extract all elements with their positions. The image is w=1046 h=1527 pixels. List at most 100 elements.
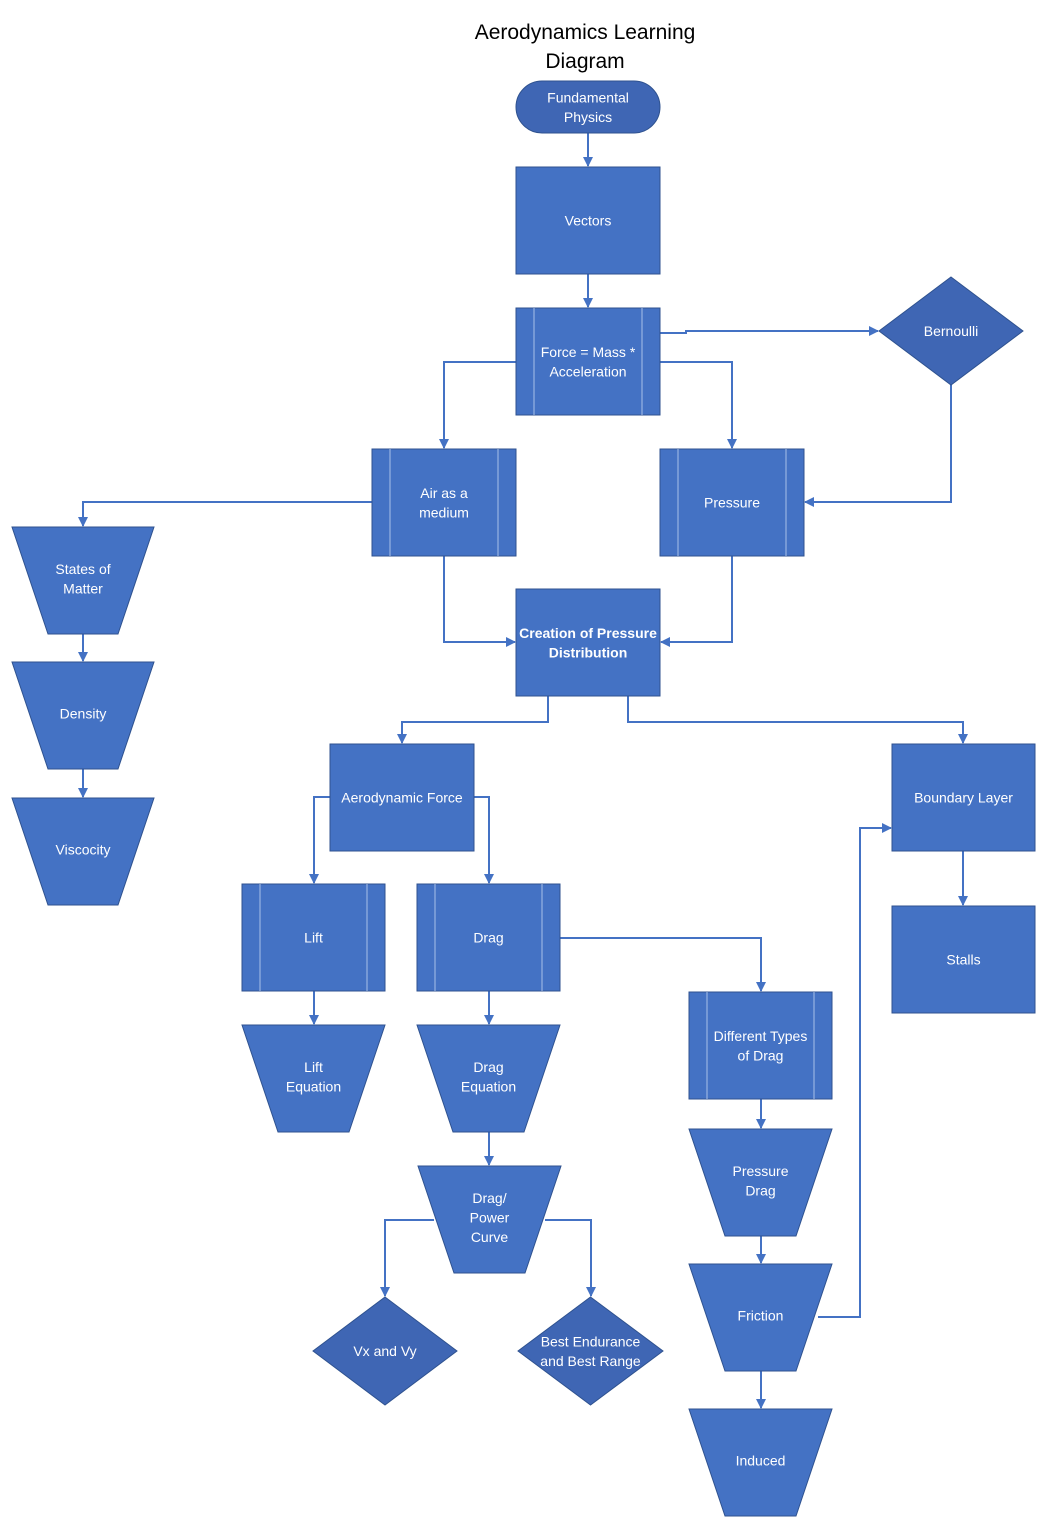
pressure-drag-label: Drag <box>745 1182 775 1198</box>
aerodynamic-force-shape <box>329 743 475 852</box>
creation-pressure-shape <box>515 588 661 697</box>
creation-pressure-label: Creation of Pressure <box>519 625 657 641</box>
lift-node: Lift <box>241 883 386 992</box>
lift-shape <box>241 883 386 992</box>
density-shape <box>11 661 155 770</box>
stalls-label: Stalls <box>946 952 980 968</box>
connector-arrow <box>380 1219 434 1297</box>
vectors-shape <box>515 166 661 275</box>
lift-equation-label: Lift <box>304 1059 323 1075</box>
states-of-matter-label: Matter <box>63 580 103 596</box>
connector-arrow <box>397 696 549 744</box>
force-node: Force = Mass * Acceleration <box>515 307 661 416</box>
drag-power-curve-label: Drag/ <box>472 1190 506 1206</box>
vectors-node: Vectors <box>515 166 661 275</box>
connector-arrow <box>818 823 892 1318</box>
induced-label: Induced <box>736 1453 786 1469</box>
pressure-shape <box>659 448 805 557</box>
connector-arrow <box>78 501 372 527</box>
connector-arrow <box>474 796 494 884</box>
title-line-2: Diagram <box>545 50 625 73</box>
connector-arrow <box>660 556 733 647</box>
states-of-matter-label: States of <box>55 561 110 577</box>
vx-and-vy-label: Vx and Vy <box>353 1343 416 1359</box>
best-endurance-node: Best Endurance and Best Range <box>517 1296 664 1406</box>
lift-equation-shape <box>241 1024 386 1133</box>
stalls-shape <box>891 905 1036 1014</box>
friction-shape <box>688 1263 833 1372</box>
boundary-layer-label: Boundary Layer <box>914 790 1013 806</box>
different-types-of-drag-label: Different Types <box>714 1028 808 1044</box>
pressure-node: Pressure <box>659 448 805 557</box>
connector-arrow <box>545 1219 596 1297</box>
vx-and-vy-shape <box>312 1296 458 1406</box>
air-as-medium-node: Air as a medium <box>371 448 517 557</box>
air-as-medium-label: Air as a <box>420 485 468 501</box>
boundary-layer-shape <box>891 743 1036 852</box>
best-endurance-label: Best Endurance <box>541 1333 641 1349</box>
drag-equation-shape <box>416 1024 561 1133</box>
connector-arrow <box>660 326 879 336</box>
vectors-label: Vectors <box>565 213 612 229</box>
best-endurance-shape <box>517 1296 664 1406</box>
drag-power-curve-label: Power <box>470 1210 510 1226</box>
fundamental-physics-label: Physics <box>564 109 612 125</box>
fundamental-physics-shape <box>515 80 661 134</box>
density-node: Density <box>11 661 155 770</box>
aerodynamic-force-label: Aerodynamic Force <box>341 790 463 806</box>
drag-node: Drag <box>416 883 561 992</box>
drag-equation-label: Equation <box>461 1078 516 1094</box>
drag-shape <box>416 883 561 992</box>
force-shape <box>515 307 661 416</box>
best-endurance-label: and Best Range <box>540 1353 641 1369</box>
different-types-of-drag-label: of Drag <box>738 1047 784 1063</box>
title-line-1: Aerodynamics Learning <box>474 21 696 44</box>
pressure-drag-shape <box>688 1128 833 1237</box>
lift-label: Lift <box>304 930 323 946</box>
viscosity-node: Viscocity <box>11 797 155 906</box>
induced-shape <box>688 1408 833 1517</box>
different-types-of-drag-shape <box>688 991 833 1100</box>
drag-equation-label: Drag <box>473 1059 503 1075</box>
lift-equation-label: Equation <box>286 1078 341 1094</box>
diagram-title: Aerodynamics Learning Diagram <box>420 18 750 76</box>
bernoulli-node: Bernoulli <box>878 276 1024 386</box>
drag-power-curve-label: Curve <box>471 1229 509 1245</box>
connectors <box>78 133 968 1409</box>
pressure-drag-label: Pressure <box>732 1163 788 1179</box>
force-label: Force = Mass * <box>541 344 636 360</box>
vx-and-vy-node: Vx and Vy <box>312 1296 458 1406</box>
viscosity-label: Viscocity <box>56 842 111 858</box>
stalls-node: Stalls <box>891 905 1036 1014</box>
connector-arrow <box>309 796 330 884</box>
different-types-of-drag-node: Different Types of Drag <box>688 991 833 1100</box>
bernoulli-label: Bernoulli <box>924 323 978 339</box>
connector-arrow <box>627 696 968 744</box>
density-label: Density <box>60 706 107 722</box>
air-as-medium-shape <box>371 448 517 557</box>
connector-arrow <box>804 385 952 507</box>
air-as-medium-label: medium <box>419 504 469 520</box>
fundamental-physics-label: Fundamental <box>547 89 629 105</box>
creation-pressure-label: Distribution <box>549 644 628 660</box>
drag-label: Drag <box>473 930 503 946</box>
states-of-matter-shape <box>11 526 155 635</box>
connector-arrow <box>439 361 516 449</box>
viscosity-shape <box>11 797 155 906</box>
connector-arrow <box>443 556 516 647</box>
friction-label: Friction <box>738 1308 784 1324</box>
boundary-layer-node: Boundary Layer <box>891 743 1036 852</box>
force-label: Acceleration <box>549 363 626 379</box>
pressure-label: Pressure <box>704 495 760 511</box>
induced-node: Induced <box>688 1408 833 1517</box>
bernoulli-shape <box>878 276 1024 386</box>
connector-arrow <box>560 937 766 992</box>
